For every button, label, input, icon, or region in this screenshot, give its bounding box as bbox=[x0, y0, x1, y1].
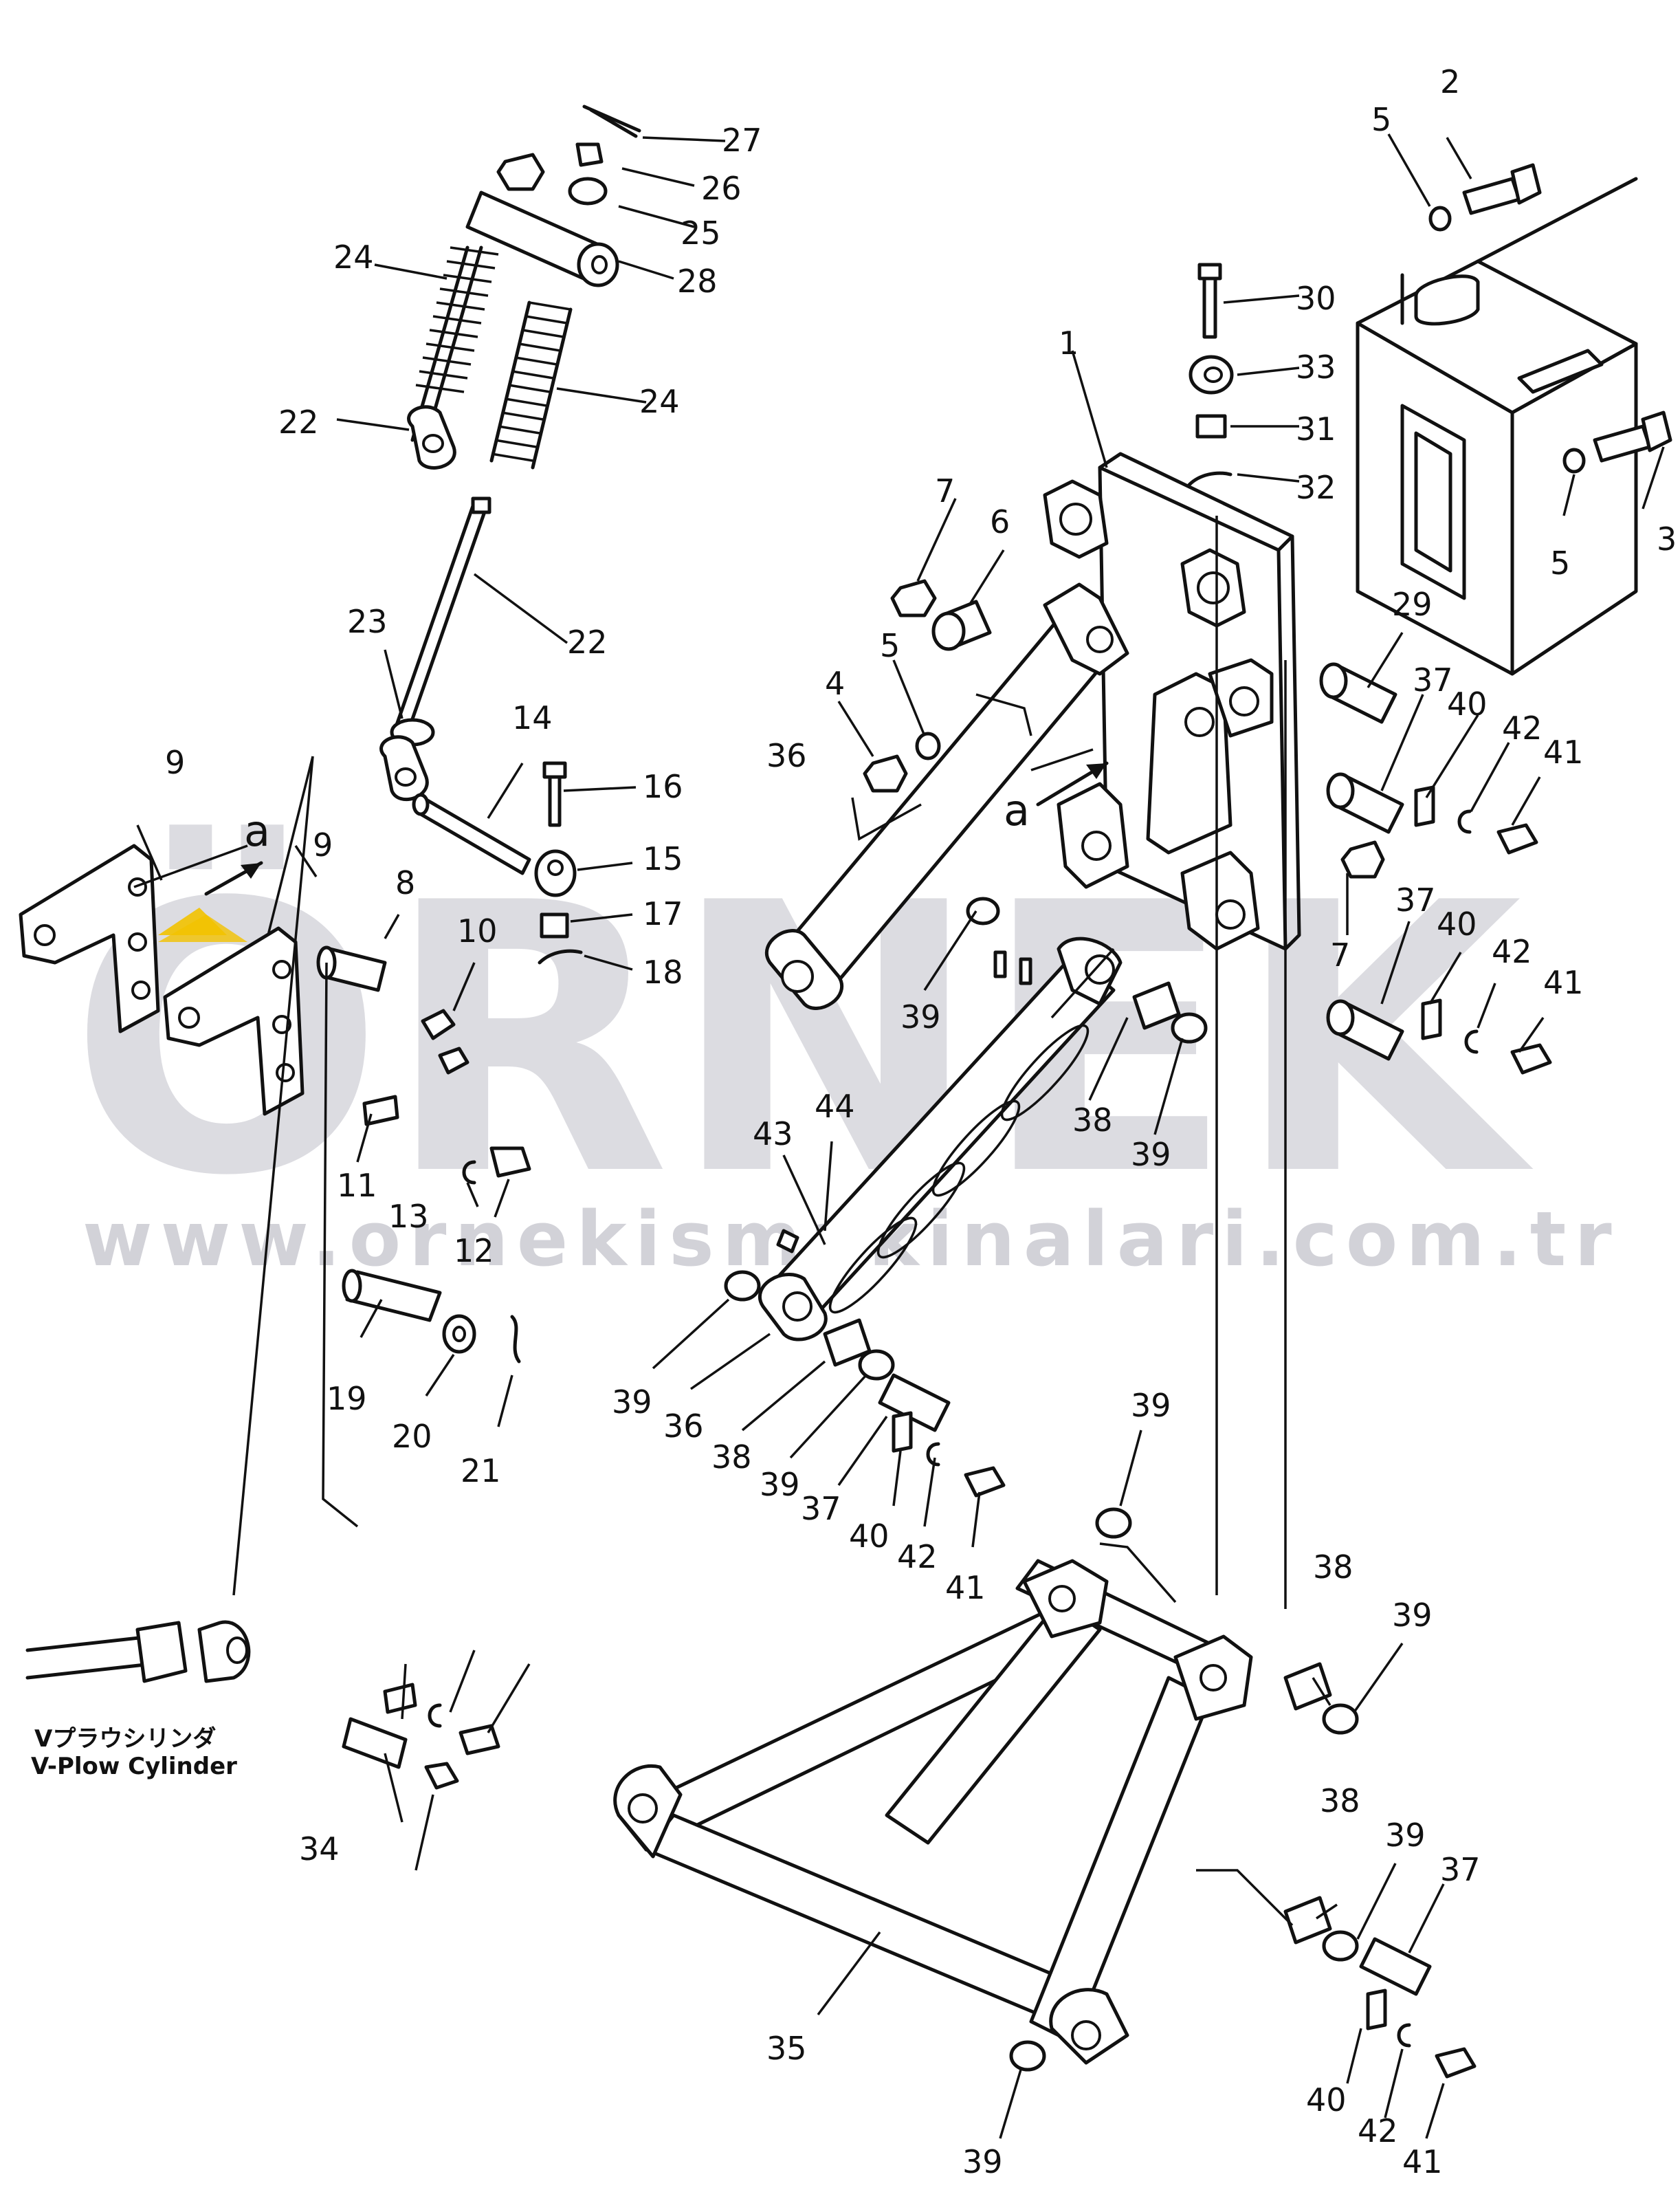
main-frame bbox=[1356, 177, 1638, 676]
callout-5-right: 5 bbox=[1550, 545, 1570, 582]
callout-42-a: 42 bbox=[1502, 710, 1543, 747]
callout-22-rod: 22 bbox=[567, 624, 608, 661]
callout-40-b: 40 bbox=[1437, 906, 1477, 943]
callout-8: 8 bbox=[395, 864, 415, 901]
callout-22-top: 22 bbox=[278, 404, 319, 441]
callout-40-d: 40 bbox=[1306, 2081, 1347, 2118]
callout-43: 43 bbox=[753, 1115, 793, 1152]
callout-17: 17 bbox=[643, 895, 683, 932]
callout-13: 13 bbox=[388, 1198, 429, 1235]
callout-12: 12 bbox=[454, 1232, 494, 1269]
callout-34: 34 bbox=[299, 1830, 340, 1868]
callout-24-left: 24 bbox=[333, 239, 374, 276]
callout-41-d: 41 bbox=[1402, 2143, 1443, 2180]
caption-japanese: Vプラウシリンダ bbox=[34, 1725, 216, 1753]
callout-9-left: 9 bbox=[165, 744, 185, 781]
callout-15: 15 bbox=[643, 840, 683, 877]
callout-labels: 1 2 3 4 5 5 5 6 7 7 8 9 9 10 11 12 13 14… bbox=[165, 63, 1677, 2180]
spring-assembly bbox=[407, 105, 641, 470]
callout-11: 11 bbox=[337, 1167, 377, 1204]
view-mark-right: a bbox=[1004, 785, 1030, 835]
callout-41-a: 41 bbox=[1543, 734, 1584, 771]
callout-38-b: 38 bbox=[711, 1438, 752, 1476]
caption-english: V-Plow Cylinder bbox=[31, 1753, 237, 1780]
callout-42-c: 42 bbox=[897, 1538, 938, 1575]
callout-31: 31 bbox=[1296, 410, 1336, 448]
callout-37-d: 37 bbox=[1440, 1851, 1481, 1888]
callout-41-c: 41 bbox=[945, 1569, 986, 1606]
callout-1: 1 bbox=[1059, 325, 1079, 362]
callout-42-b: 42 bbox=[1492, 933, 1532, 970]
callout-5-top: 5 bbox=[1371, 101, 1391, 138]
right-small-parts bbox=[724, 163, 1672, 2079]
callout-27: 27 bbox=[722, 122, 762, 159]
callout-24-right: 24 bbox=[639, 383, 680, 420]
mounting-bracket bbox=[1043, 452, 1301, 951]
callout-9-right: 9 bbox=[313, 826, 333, 864]
callout-40-c: 40 bbox=[849, 1518, 889, 1555]
watermark-brand: ÖRNEK bbox=[69, 821, 1536, 1257]
callout-26: 26 bbox=[701, 170, 742, 207]
left-small-parts bbox=[316, 761, 583, 1790]
callout-38-a: 38 bbox=[1072, 1102, 1113, 1139]
callout-33: 33 bbox=[1296, 349, 1336, 386]
callout-23: 23 bbox=[347, 603, 388, 640]
lift-cylinder bbox=[758, 937, 1123, 1342]
a-frame bbox=[613, 1559, 1253, 2065]
callout-5-mid: 5 bbox=[880, 627, 900, 664]
callout-25: 25 bbox=[681, 215, 721, 252]
callout-44: 44 bbox=[815, 1088, 855, 1125]
callout-21: 21 bbox=[461, 1452, 501, 1489]
callout-35: 35 bbox=[766, 2030, 807, 2067]
callout-40-a: 40 bbox=[1447, 686, 1488, 723]
callout-32: 32 bbox=[1296, 469, 1336, 506]
callout-2: 2 bbox=[1440, 63, 1460, 100]
v-plow-cylinder bbox=[25, 1620, 251, 1683]
callout-6: 6 bbox=[990, 503, 1010, 540]
callout-7-top: 7 bbox=[935, 472, 955, 510]
callout-3: 3 bbox=[1657, 521, 1677, 558]
callout-38-c: 38 bbox=[1313, 1548, 1353, 1586]
callout-39-c: 39 bbox=[612, 1383, 652, 1421]
callout-41-b: 41 bbox=[1543, 964, 1584, 1001]
callout-39-g: 39 bbox=[1385, 1817, 1426, 1854]
lever-plates bbox=[19, 844, 305, 1116]
upper-link-arm bbox=[764, 582, 1129, 1010]
spring-rod bbox=[379, 496, 491, 802]
callout-36-top: 36 bbox=[766, 737, 807, 774]
callout-14: 14 bbox=[512, 699, 553, 736]
callout-30: 30 bbox=[1296, 280, 1336, 317]
callout-28: 28 bbox=[677, 263, 718, 300]
leader-lines bbox=[133, 133, 1665, 2139]
callout-42-d: 42 bbox=[1358, 2112, 1398, 2149]
callout-16: 16 bbox=[643, 768, 683, 805]
callout-10: 10 bbox=[457, 912, 498, 950]
view-marks: a a bbox=[204, 761, 1109, 896]
callout-4: 4 bbox=[825, 665, 845, 702]
callout-39-a: 39 bbox=[900, 998, 941, 1036]
callout-39-b: 39 bbox=[1131, 1136, 1171, 1173]
callout-39-e: 39 bbox=[1131, 1387, 1171, 1424]
callout-39-h: 39 bbox=[962, 2143, 1003, 2180]
callout-39-f: 39 bbox=[1392, 1597, 1433, 1634]
callout-18: 18 bbox=[643, 954, 683, 991]
callout-36-bottom: 36 bbox=[663, 1408, 704, 1445]
callout-39-d: 39 bbox=[760, 1466, 800, 1503]
callout-20: 20 bbox=[392, 1418, 432, 1455]
view-mark-left: a bbox=[244, 806, 270, 856]
callout-29: 29 bbox=[1392, 586, 1433, 623]
callout-37-b: 37 bbox=[1395, 882, 1436, 919]
callout-38-d: 38 bbox=[1320, 1782, 1360, 1819]
callout-7-right: 7 bbox=[1330, 937, 1350, 974]
callout-37-c: 37 bbox=[801, 1490, 841, 1527]
callout-19: 19 bbox=[327, 1380, 367, 1417]
callout-37-a: 37 bbox=[1413, 661, 1453, 699]
v-plow-cylinder-caption: Vプラウシリンダ V-Plow Cylinder bbox=[31, 1725, 237, 1780]
